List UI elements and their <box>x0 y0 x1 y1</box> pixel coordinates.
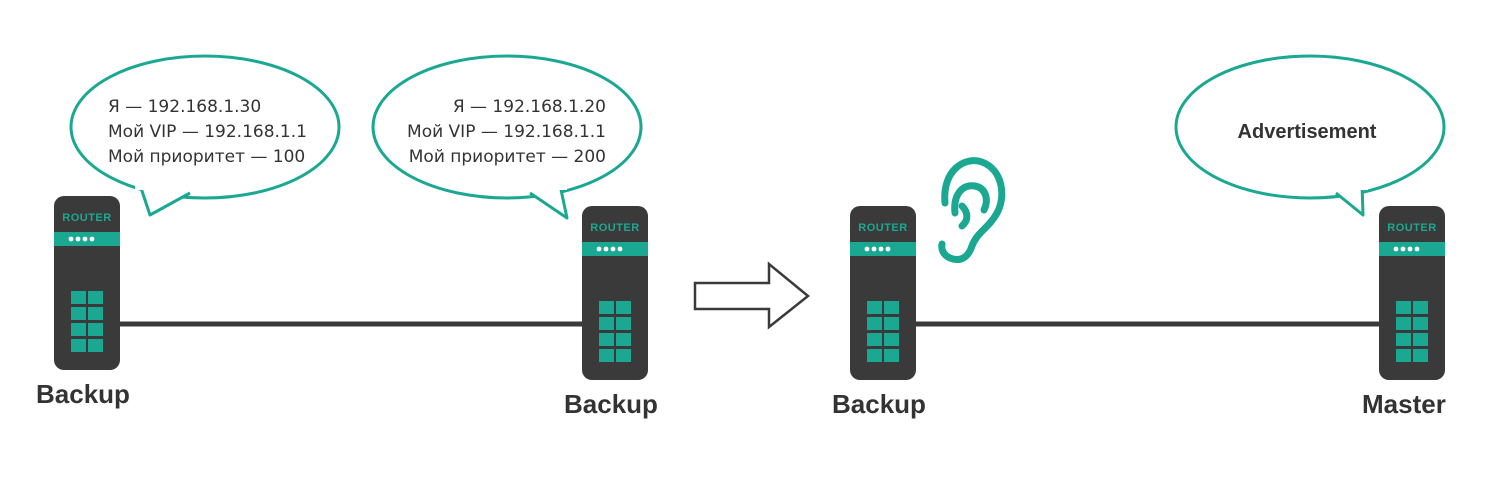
bubble-line-priority: Мой приоритет — 200 <box>409 147 606 167</box>
role-label: Master <box>1362 389 1446 419</box>
bubble-line-address: Я — 192.168.1.20 <box>453 97 606 117</box>
router-label: ROUTER <box>858 222 907 234</box>
router-device-left: ROUTER <box>850 206 916 380</box>
status-leds <box>864 246 891 252</box>
bubble-line-vip: Мой VIP — 192.168.1.1 <box>407 122 606 142</box>
status-leds <box>596 246 623 252</box>
bubble-line-address: Я — 192.168.1.30 <box>108 97 261 117</box>
router-device-left: ROUTER <box>54 196 120 370</box>
scene-after: Advertisement ROUTER Backup ROUTER <box>832 54 1446 419</box>
ethernet-ports <box>599 301 631 362</box>
ethernet-ports <box>867 301 899 362</box>
router-label: ROUTER <box>1387 222 1436 234</box>
speech-bubble-left: Я — 192.168.1.30 Мой VIP — 192.168.1.1 М… <box>69 54 341 217</box>
role-label: Backup <box>36 379 130 409</box>
ethernet-ports <box>71 291 103 352</box>
scene-before: Я — 192.168.1.30 Мой VIP — 192.168.1.1 М… <box>36 54 658 419</box>
ethernet-ports <box>1396 301 1428 362</box>
speech-bubble-master: Advertisement <box>1174 54 1446 217</box>
router-device-right: ROUTER <box>1379 206 1445 380</box>
status-leds <box>1393 246 1420 252</box>
bubble-line-priority: Мой приоритет — 100 <box>108 147 305 167</box>
router-device-right: ROUTER <box>582 206 648 380</box>
ear-icon <box>938 157 1006 263</box>
router-label: ROUTER <box>62 212 111 224</box>
status-leds <box>68 236 95 242</box>
bubble-line-vip: Мой VIP — 192.168.1.1 <box>108 122 307 142</box>
role-label: Backup <box>564 389 658 419</box>
right-arrow-icon <box>693 261 810 330</box>
speech-bubble-right: Я — 192.168.1.20 Мой VIP — 192.168.1.1 М… <box>371 54 643 220</box>
router-label: ROUTER <box>590 222 639 234</box>
advertisement-title: Advertisement <box>1238 121 1377 143</box>
role-label: Backup <box>832 389 926 419</box>
